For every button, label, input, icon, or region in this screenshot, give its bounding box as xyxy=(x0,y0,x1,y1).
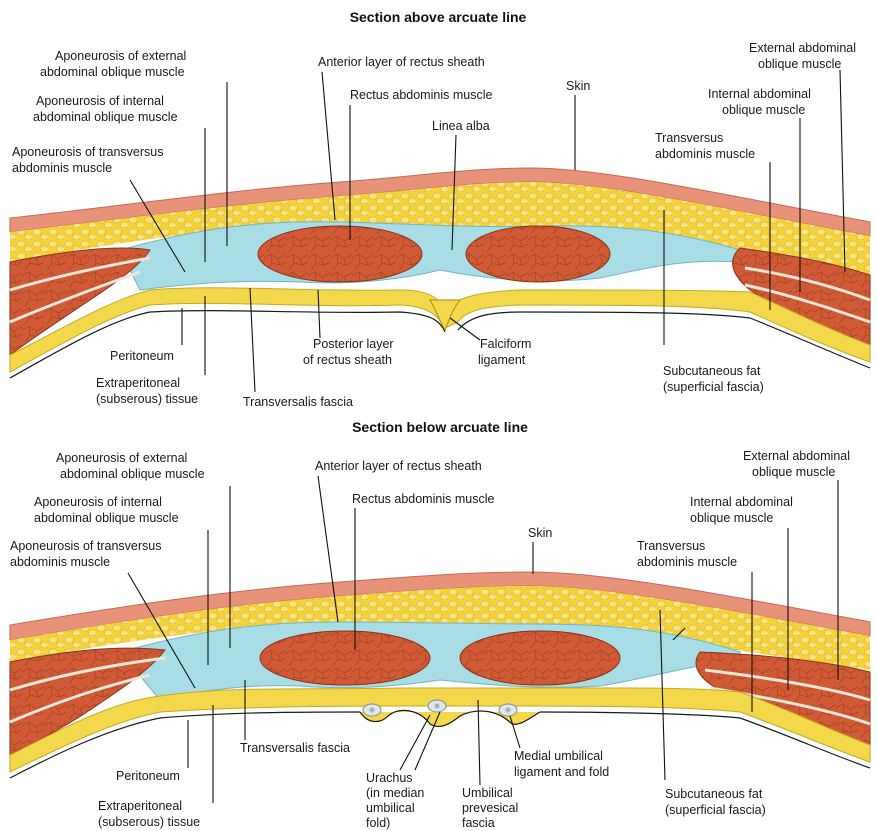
label-subcutaneous-fat: Subcutaneous fat(superficial fascia) xyxy=(665,787,766,817)
label-rectus-abdominis: Rectus abdominis muscle xyxy=(352,492,494,506)
rectus-abdominis-right xyxy=(466,226,610,282)
label-rectus-abdominis: Rectus abdominis muscle xyxy=(350,88,492,102)
label-extraperitoneal: Extraperitoneal(subserous) tissue xyxy=(96,376,198,406)
section-above-arcuate: Section above arcuate line xyxy=(10,9,870,409)
rectus-sheath xyxy=(120,222,740,290)
rectus-abdominis-left xyxy=(258,226,422,282)
label-subcutaneous-fat: Subcutaneous fat(superficial fascia) xyxy=(663,364,764,394)
label-anterior-rectus-sheath: Anterior layer of rectus sheath xyxy=(315,459,482,473)
section-title: Section below arcuate line xyxy=(352,419,528,435)
label-skin: Skin xyxy=(566,79,590,93)
section-title: Section above arcuate line xyxy=(350,9,527,25)
label-skin: Skin xyxy=(528,526,552,540)
label-anterior-rectus-sheath: Anterior layer of rectus sheath xyxy=(318,55,485,69)
rectus-abdominis-left xyxy=(260,631,430,685)
rectus-abdominis-right xyxy=(460,631,620,685)
label-transversalis-fascia: Transversalis fascia xyxy=(240,741,350,755)
label-transversalis-fascia: Transversalis fascia xyxy=(243,395,353,409)
section-below-arcuate: Section below arcuate line xyxy=(10,419,870,830)
label-peritoneum: Peritoneum xyxy=(110,349,174,363)
label-extraperitoneal: Extraperitoneal(subserous) tissue xyxy=(98,799,200,829)
label-linea-alba: Linea alba xyxy=(432,119,490,133)
label-peritoneum: Peritoneum xyxy=(116,769,180,783)
